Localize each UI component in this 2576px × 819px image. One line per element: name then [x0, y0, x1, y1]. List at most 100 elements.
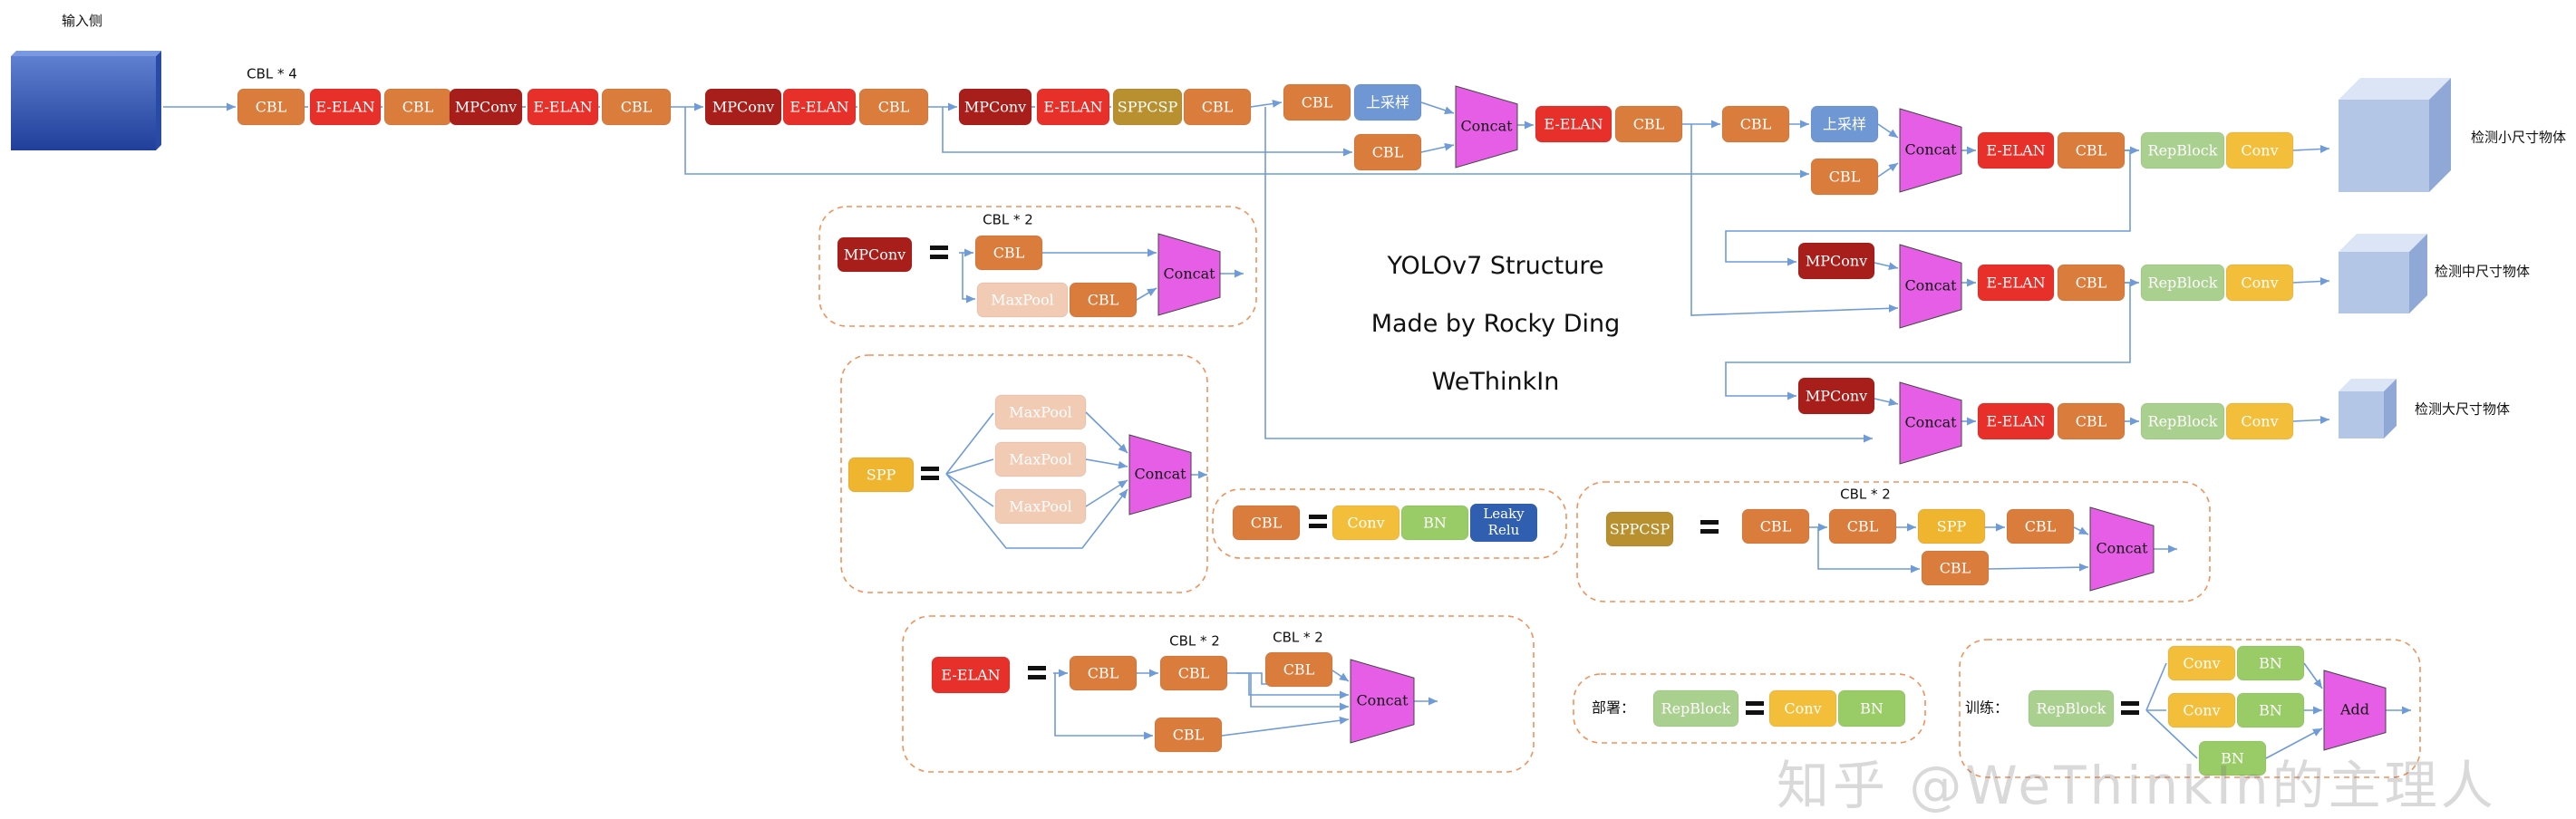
connector-arrow — [2303, 662, 2323, 689]
backbone-mp-6-label: MPConv — [712, 99, 774, 116]
backbone-cbl-8-label: CBL — [878, 99, 910, 116]
backbone-elan-7 — [782, 88, 857, 126]
legend-cbl-equals — [1309, 515, 1327, 519]
backbone-elan-7-label: E-ELAN — [789, 99, 848, 116]
neck-cbl-top — [1283, 83, 1351, 121]
neck-upsample-2 — [1810, 105, 1879, 143]
legend-mpconv-block — [837, 236, 913, 273]
head-elan-small — [1977, 131, 2055, 169]
legend-train-label: 训练： — [1965, 699, 2009, 717]
legend-train-bn-1 — [2236, 645, 2305, 681]
legend-train-bn-3 — [2198, 740, 2267, 776]
legend-deploy-equals — [1746, 701, 1764, 706]
connector-arrow — [945, 473, 1128, 549]
legend-sppcsp-cbl-1 — [1741, 508, 1810, 544]
legend-spp-maxpool-3 — [994, 488, 1087, 525]
legend-group-mpconv — [818, 206, 1257, 327]
output-cube-medium — [2339, 252, 2409, 313]
legend-train-repblock — [2028, 689, 2115, 727]
head-cbl-large-label: CBL — [2076, 413, 2107, 430]
legend-sppcsp-cbl-3 — [2006, 508, 2075, 544]
head-cbl-small — [2057, 131, 2126, 169]
legend-train-bn-3-label: BN — [2221, 750, 2244, 767]
legend-sppcsp-cbl-branch — [1921, 550, 1990, 586]
legend-deploy-equals-bar — [1746, 710, 1764, 715]
connector-arrow — [945, 473, 994, 507]
backbone-mp-3-label: MPConv — [455, 99, 517, 116]
legend-mpconv-maxpool-label: MaxPool — [991, 292, 1053, 309]
head-conv-large — [2225, 402, 2294, 440]
connector-arrow — [1725, 282, 2131, 400]
neck-concat-1-label: Concat — [1460, 118, 1513, 135]
legend-elan-concat-label: Concat — [1356, 692, 1409, 709]
connector-arrow — [1874, 262, 1899, 271]
legend-deploy-repblock — [1652, 689, 1739, 727]
output-cube-small-top — [2339, 78, 2451, 100]
head-repblock-medium-label: RepBlock — [2148, 275, 2218, 292]
legend-train-equals — [2121, 701, 2139, 706]
legend-cbl-block — [1232, 505, 1301, 541]
backbone-cbl-2-label: CBL — [402, 99, 434, 116]
neck-cbl-top-label: CBL — [1302, 94, 1333, 111]
connector-arrow — [1085, 458, 1128, 469]
neck-cbl-2-label: CBL — [1740, 116, 1772, 133]
connector-arrow — [1227, 672, 1267, 685]
head-elan-medium-label: E-ELAN — [1986, 275, 2045, 292]
head-repblock-medium — [2140, 264, 2225, 302]
legend-train-conv-2 — [2167, 692, 2236, 728]
legend-train-equals-bar — [2121, 710, 2139, 715]
legend-elan-concat — [1350, 659, 1415, 744]
legend-deploy-repblock-label: RepBlock — [1661, 700, 1731, 718]
legend-train-add-label: Add — [2339, 701, 2369, 718]
legend-elan-equals — [1028, 666, 1046, 670]
legend-sppcsp-equals-bar — [1700, 529, 1719, 534]
legend-spp-block-label: SPP — [867, 467, 896, 484]
head-repblock-large-label: RepBlock — [2148, 413, 2218, 430]
connector-neck-medium — [1690, 124, 1899, 316]
legend-sppcsp-concat-label: Concat — [2096, 540, 2148, 557]
head-elan-medium — [1977, 264, 2055, 302]
legend-cbl-leaky-label-1: Leaky — [1483, 506, 1525, 522]
head-concat-small — [1899, 108, 1962, 193]
legend-mpconv-equals — [930, 246, 948, 250]
title-line-1: YOLOv7 Structure — [1387, 252, 1604, 280]
connector-arrow — [1725, 149, 2131, 266]
legend-sppcsp-cbl-branch-label: CBL — [1940, 560, 1971, 577]
legend-elan-cbl-2 — [1159, 655, 1228, 691]
connector-arrow — [1236, 672, 1349, 699]
legend-elan-block — [931, 656, 1011, 694]
legend-elan-cbl-3 — [1264, 651, 1333, 688]
head-repblock-large — [2140, 402, 2225, 440]
output-cube-small — [2339, 100, 2429, 192]
legend-sppcsp-block — [1605, 511, 1674, 547]
neck-cbl-2 — [1721, 105, 1790, 143]
connector-arrow — [1085, 479, 1128, 507]
connector-arrow — [2292, 277, 2330, 285]
legend-spp-maxpool-2-label: MaxPool — [1009, 451, 1071, 468]
backbone-mp-6 — [704, 88, 782, 126]
backbone-cbl-12-label: CBL — [1202, 99, 1234, 116]
legend-sppcsp-cbl-1-label: CBL — [1760, 518, 1792, 535]
connector-arrow — [1877, 162, 1899, 178]
legend-mpconv-cbl-bottom-label: CBL — [1088, 292, 1119, 309]
connector-arrow — [945, 412, 994, 475]
legend-deploy-label: 部署： — [1592, 699, 1635, 717]
legend-cbl-leakyrelu — [1470, 504, 1537, 542]
backbone-elan-1-label: E-ELAN — [315, 99, 374, 116]
legend-mpconv-cbl-top-label: CBL — [993, 245, 1025, 262]
output-cube-small-side — [2429, 78, 2451, 192]
legend-mpconv-block-label: MPConv — [844, 246, 905, 264]
legend-cbl-block-label: CBL — [1251, 515, 1283, 532]
legend-sppcsp-cbl-2-label: CBL — [1847, 518, 1879, 535]
legend-group-repblock-train — [1959, 639, 2421, 778]
backbone-cbl-5 — [601, 88, 672, 126]
head-elan-small-label: E-ELAN — [1986, 142, 2045, 159]
backbone-elan-10-label: E-ELAN — [1043, 99, 1102, 116]
legend-spp-equals — [921, 467, 939, 471]
backbone-mp-3 — [449, 88, 523, 126]
neck-cbl-1 — [1614, 105, 1683, 143]
connector-arrow — [1420, 142, 1455, 153]
legend-spp-maxpool-2 — [994, 441, 1087, 477]
head-concat-large — [1899, 381, 1962, 465]
